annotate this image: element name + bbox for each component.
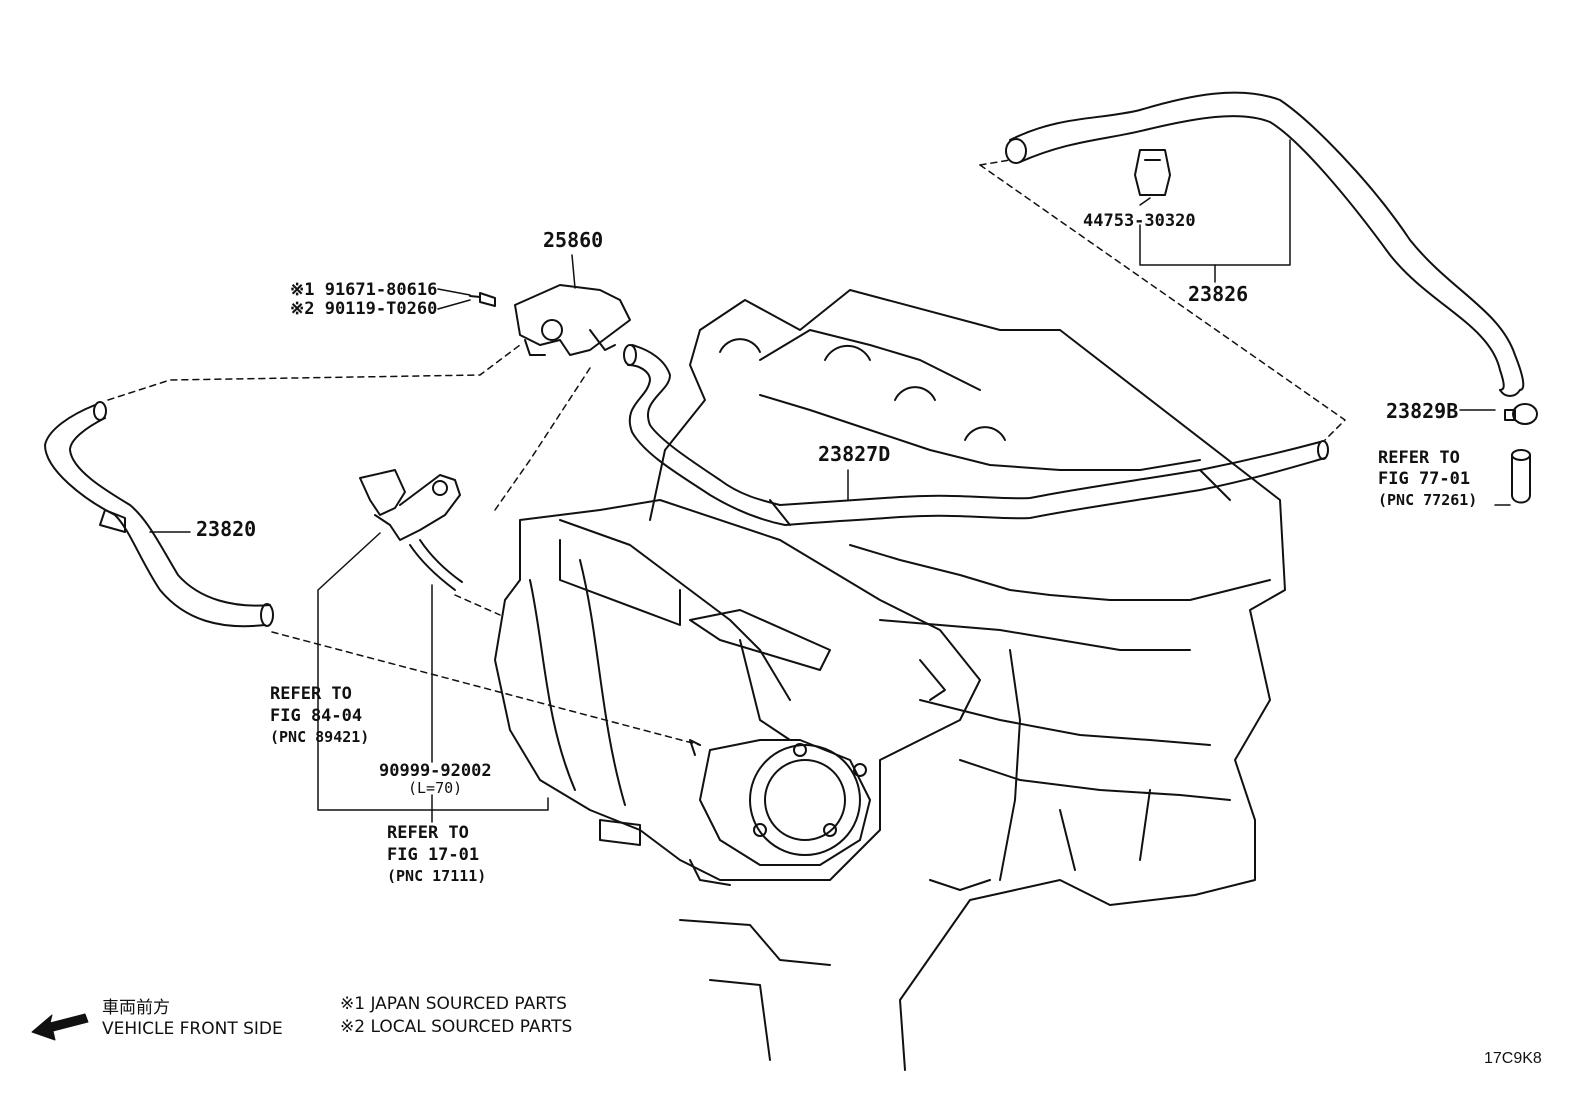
clamp-23829b xyxy=(1504,403,1538,425)
hose-23827d xyxy=(623,344,1329,526)
note-japan-sourced: ※1 JAPAN SOURCED PARTS xyxy=(340,994,567,1014)
label-90999-92002: 90999-92002 xyxy=(379,761,492,781)
dashed-leaders xyxy=(107,159,1346,746)
clip-44753-30320 xyxy=(1134,149,1171,196)
note-local-sourced: ※2 LOCAL SOURCED PARTS xyxy=(340,1017,573,1037)
refer-line2: FIG 17-01 xyxy=(387,845,480,865)
refer-line3: (PNC 77261) xyxy=(1378,491,1478,509)
label-91671-80616: ※1 91671-80616 xyxy=(290,280,438,300)
label-90999-length: (L=70) xyxy=(408,779,463,797)
refer-line2: FIG 77-01 xyxy=(1378,469,1471,489)
refer-line1: REFER TO xyxy=(1378,448,1460,468)
diagram-code: 17C9K8 xyxy=(1484,1050,1542,1067)
intake-manifold xyxy=(494,499,981,886)
engine-block-outline xyxy=(649,289,1286,1071)
vehicle-front-arrow xyxy=(31,1013,89,1041)
solid-leaders xyxy=(149,139,1511,823)
refer-line2: FIG 84-04 xyxy=(270,706,363,726)
hose-90999-92002 xyxy=(409,539,463,591)
hose-23826 xyxy=(1005,91,1525,397)
label-23829b: 23829B xyxy=(1386,399,1459,423)
label-23820: 23820 xyxy=(196,517,257,541)
label-23826: 23826 xyxy=(1188,282,1249,306)
label-23827d: 23827D xyxy=(818,442,891,466)
vehicle-front-jp: 車両前方 xyxy=(102,998,170,1018)
label-44753-30320: 44753-30320 xyxy=(1083,211,1196,231)
hose-23820 xyxy=(44,401,274,628)
refer-line3: (PNC 17111) xyxy=(387,867,487,885)
vacuum-sensor-89421 xyxy=(359,469,461,541)
refer-line1: REFER TO xyxy=(387,823,469,843)
label-25860: 25860 xyxy=(543,228,604,252)
refer-line1: REFER TO xyxy=(270,684,352,704)
refer-line3: (PNC 89421) xyxy=(270,728,370,746)
label-90119-t0260: ※2 90119-T0260 xyxy=(290,299,438,319)
valve-25860 xyxy=(469,284,631,356)
hose-stub-77261 xyxy=(1511,449,1531,504)
vehicle-front-en: VEHICLE FRONT SIDE xyxy=(102,1019,283,1039)
